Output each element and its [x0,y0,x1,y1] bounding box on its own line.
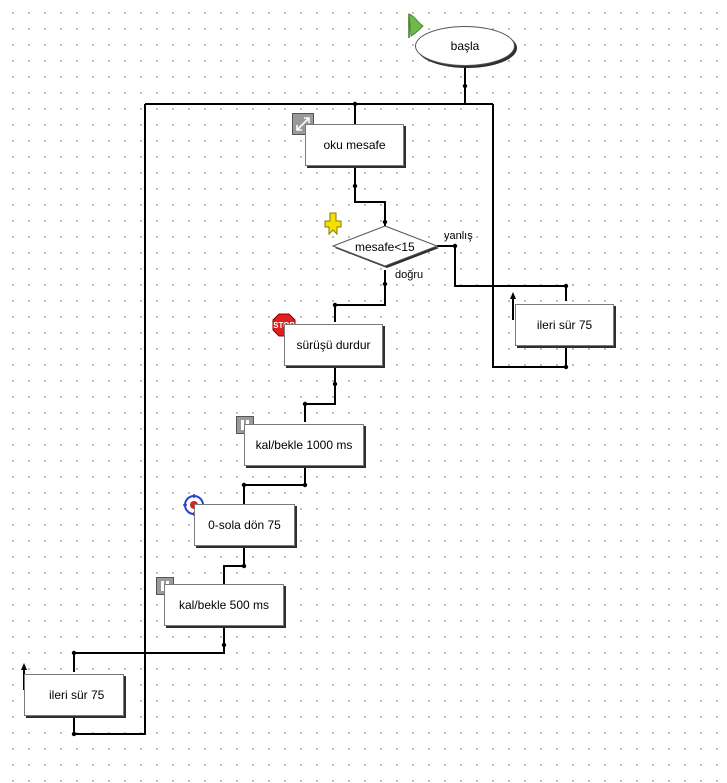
forward-block-right[interactable]: ileri sür 75 [515,304,614,346]
wait-1000-label: kal/bekle 1000 ms [255,438,353,452]
connector-false [437,245,567,301]
connector-stop-wait1 [304,366,336,422]
branch-true-label: doğru [395,269,424,281]
start-label: başla [450,39,480,53]
branch-false-label: yanlış [444,230,473,242]
connector-true [334,270,386,322]
turn-left-block[interactable]: 0-sola dön 75 [194,504,295,546]
connector-loop-left [73,104,146,735]
connector-wait2-forward [73,626,225,672]
forward-right-label: ileri sür 75 [536,318,593,332]
turn-left-label: 0-sola dön 75 [208,518,281,532]
wait-500-block[interactable]: kal/bekle 500 ms [164,584,284,626]
connector-loop-right [492,104,567,368]
forward-block-left[interactable]: ileri sür 75 [24,674,124,716]
decision-diamond [331,225,439,267]
branch-arrows-icon [324,212,342,236]
decision-label: mesafe<15 [355,240,415,254]
start-node[interactable]: başla [415,26,515,66]
connector-turn-wait2 [223,546,245,584]
stop-driving-label: sürüşü durdur [296,338,371,352]
read-distance-label: oku mesafe [323,138,386,152]
forward-left-label: ileri sür 75 [49,688,105,702]
read-distance-block[interactable]: oku mesafe [305,124,404,166]
wait-500-label: kal/bekle 500 ms [178,598,270,612]
green-flag-icon [408,13,424,38]
wait-1000-block[interactable]: kal/bekle 1000 ms [244,424,364,466]
connector-wait1-turn [243,466,306,504]
connector-read-decision [354,166,386,226]
stop-driving-block[interactable]: sürüşü durdur [284,324,383,366]
